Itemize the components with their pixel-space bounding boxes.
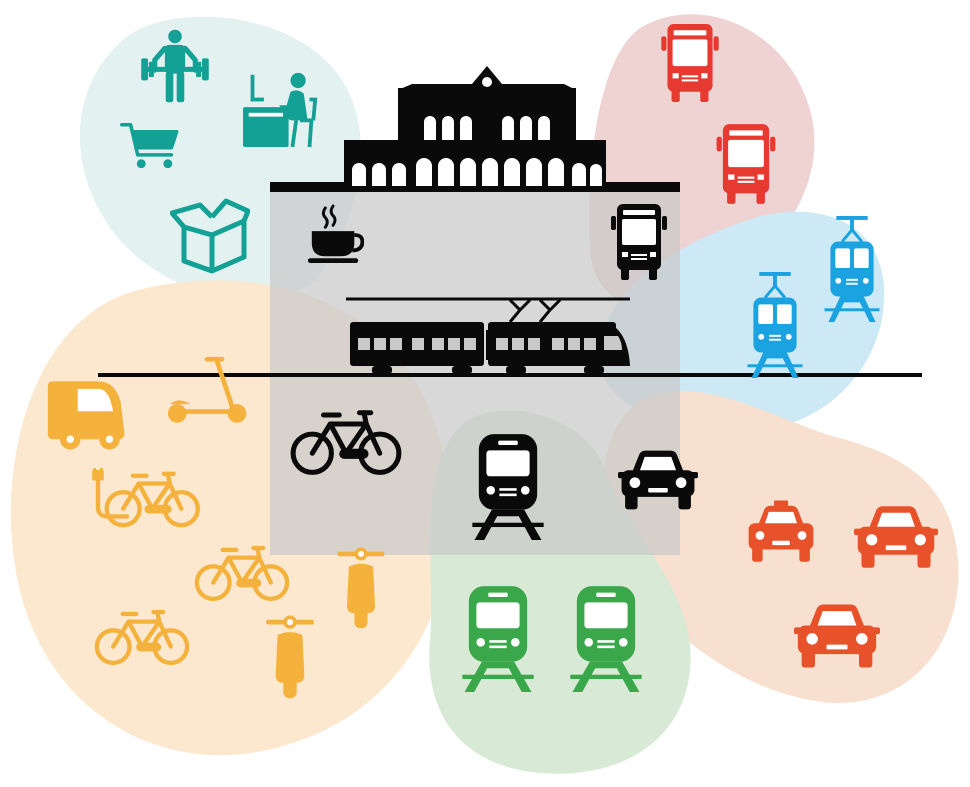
locomotive-icon bbox=[472, 434, 544, 540]
bus-icon bbox=[611, 204, 667, 280]
station-roofline bbox=[270, 182, 680, 192]
bus-icon bbox=[716, 124, 776, 204]
train-icon bbox=[570, 586, 642, 692]
train-icon bbox=[462, 586, 534, 692]
bus-icon bbox=[661, 24, 719, 102]
station-building-icon bbox=[344, 66, 606, 186]
train-icon bbox=[350, 298, 630, 374]
